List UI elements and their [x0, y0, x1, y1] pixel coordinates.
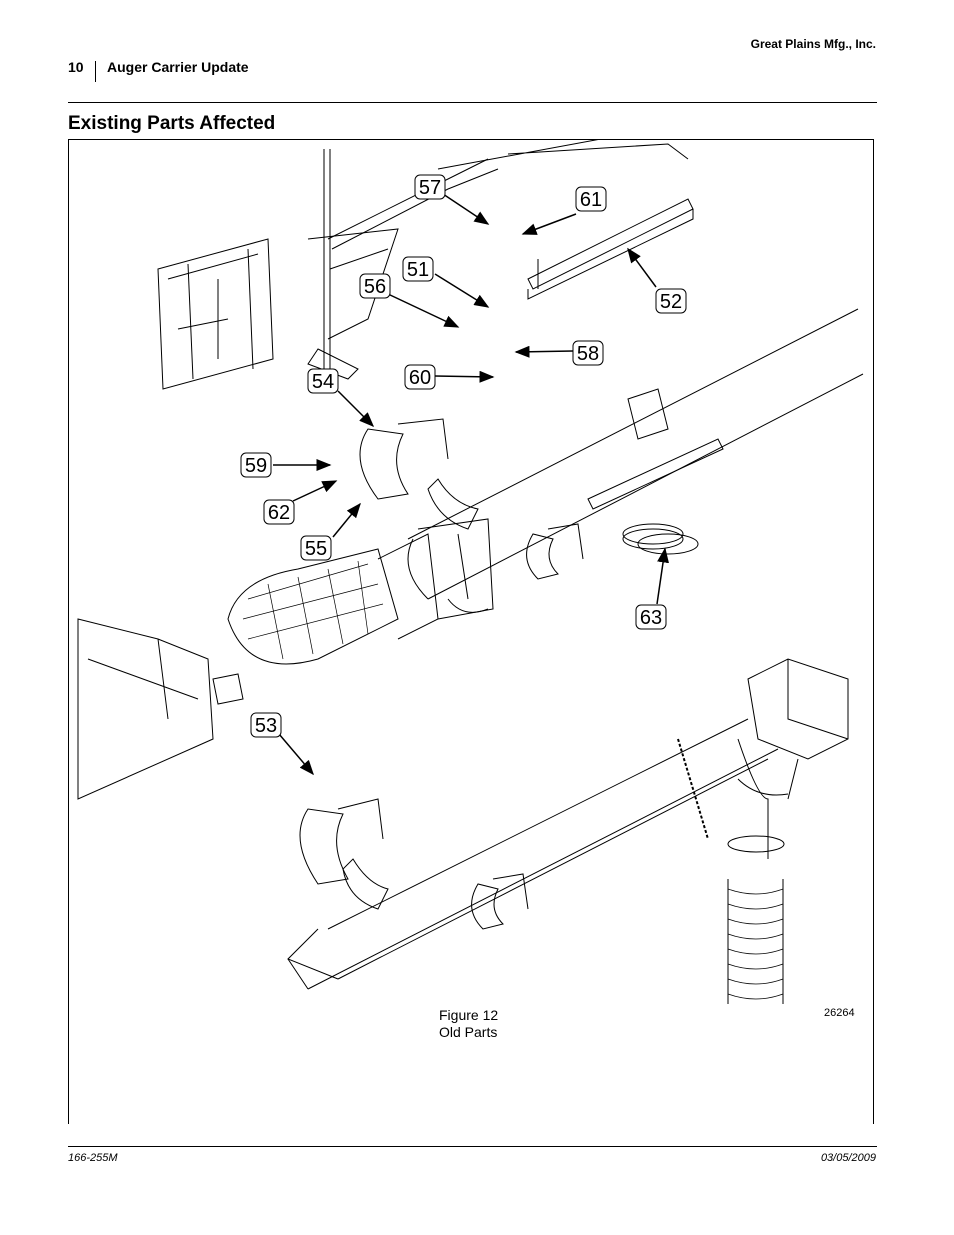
hopper-drawing [77, 618, 214, 800]
carrier-54-drawing [359, 418, 449, 500]
carrier-53-drawing [299, 798, 384, 885]
document-date: 03/05/2009 [820, 1152, 876, 1164]
callout-56: 56 [364, 276, 386, 298]
hose-drawing [727, 879, 784, 1004]
figure-caption-title: Old Parts [439, 1024, 498, 1040]
arrow-53 [278, 733, 314, 776]
arrow-54 [337, 390, 375, 428]
callout-59: 59 [245, 455, 267, 477]
arrow-57 [442, 193, 490, 225]
callout-53: 53 [255, 715, 277, 737]
auger-tube-drawing [407, 308, 864, 600]
bracket-left-drawing [157, 238, 274, 390]
figure-frame [68, 139, 874, 1124]
page-number: 10 [68, 59, 84, 75]
section-title: Auger Carrier Update [107, 59, 249, 75]
callout-61: 61 [580, 189, 602, 211]
arrow-51 [434, 273, 490, 308]
callout-55: 55 [305, 538, 327, 560]
callout-63: 63 [640, 607, 662, 629]
arrow-63 [656, 547, 669, 605]
company-name: Great Plains Mfg., Inc. [750, 37, 876, 51]
chain-drawing [677, 738, 709, 840]
callout-54: 54 [312, 371, 334, 393]
drawing-number: 26264 [824, 1007, 855, 1019]
screen-drawing [227, 548, 399, 665]
header-rule [68, 102, 877, 103]
discharge-elbow-drawing [747, 658, 849, 760]
arrow-52 [627, 247, 657, 288]
spring-drawing [622, 523, 684, 545]
callout-58: 58 [577, 343, 599, 365]
figure-caption: Figure 12 Old Parts [439, 1007, 498, 1041]
lower-tube-drawing [287, 718, 769, 980]
callout-57: 57 [419, 177, 441, 199]
arrow-56 [387, 293, 460, 328]
page-heading: Existing Parts Affected [68, 113, 276, 134]
arrow-62 [292, 480, 338, 502]
arrow-55 [332, 502, 361, 538]
header-separator [95, 61, 96, 82]
parts-drawing: 57 61 51 56 52 58 60 54 59 62 55 63 53 [77, 139, 864, 1004]
arrow-61 [521, 213, 577, 235]
beam-drawing [527, 198, 694, 300]
arrow-60 [434, 370, 495, 383]
document-id: 166-255M [68, 1152, 118, 1164]
callout-51: 51 [407, 259, 429, 281]
callout-60: 60 [409, 367, 431, 389]
hitch-frame-drawing [307, 149, 499, 380]
footer-rule [68, 1146, 877, 1147]
callout-62: 62 [268, 502, 290, 524]
arrow-58 [514, 345, 574, 358]
figure-caption-number: Figure 12 [439, 1007, 499, 1023]
callout-52: 52 [660, 291, 682, 313]
